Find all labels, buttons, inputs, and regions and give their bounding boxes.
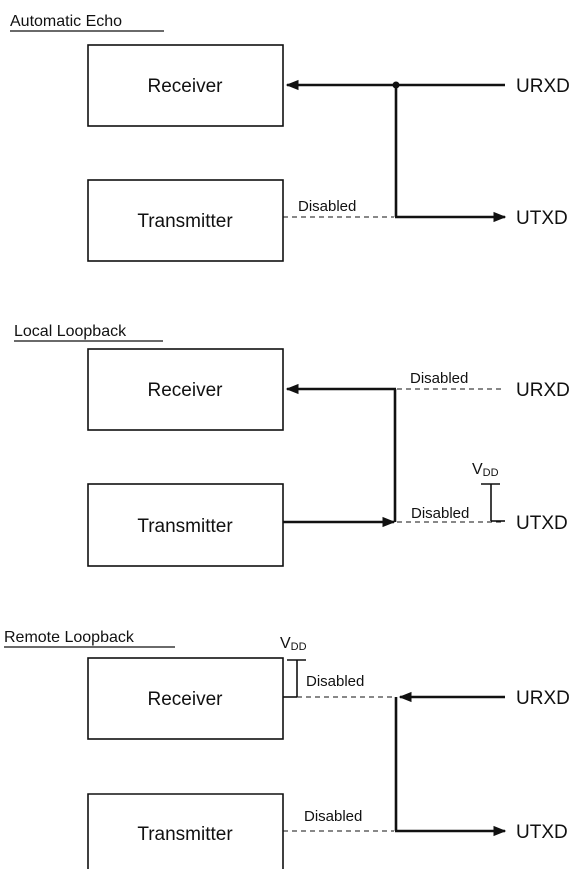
utxd-pin-label: UTXD: [516, 822, 568, 843]
disabled-utxd-label: Disabled: [411, 505, 469, 522]
disabled-urxd-label: Disabled: [410, 370, 468, 387]
disabled-receiver-label: Disabled: [306, 673, 364, 690]
automatic-echo-section: Automatic Echo Receiver Transmitter Disa…: [10, 13, 570, 262]
urxd-pin-label: URXD: [516, 76, 570, 97]
transmitter-label: Transmitter: [137, 516, 233, 537]
vdd-label: VDD: [472, 461, 499, 479]
transmitter-label: Transmitter: [137, 211, 233, 232]
automatic-echo-title: Automatic Echo: [10, 13, 122, 30]
vdd-label: VDD: [280, 635, 307, 653]
urxd-pin-label: URXD: [516, 380, 570, 401]
disabled-transmitter-label: Disabled: [304, 808, 362, 825]
receiver-block: [87, 348, 284, 431]
local-loopback-section: Local Loopback Receiver Transmitter Disa…: [14, 323, 570, 567]
local-loopback-title: Local Loopback: [14, 323, 127, 340]
receiver-label: Receiver: [148, 76, 224, 97]
receiver-block: [87, 657, 284, 740]
disabled-label: Disabled: [298, 198, 356, 215]
receiver-label: Receiver: [148, 689, 224, 710]
remote-loopback-section: Remote Loopback Receiver Transmitter VDD…: [4, 629, 570, 869]
utxd-pin-label: UTXD: [516, 208, 568, 229]
urxd-pin-label: URXD: [516, 688, 570, 709]
utxd-pin-label: UTXD: [516, 513, 568, 534]
transmitter-label: Transmitter: [137, 824, 233, 845]
receiver-label: Receiver: [148, 380, 224, 401]
remote-loopback-title: Remote Loopback: [4, 629, 135, 646]
transmitter-block: [87, 483, 284, 567]
receiver-block: [87, 44, 284, 127]
transmitter-block: [87, 179, 284, 262]
